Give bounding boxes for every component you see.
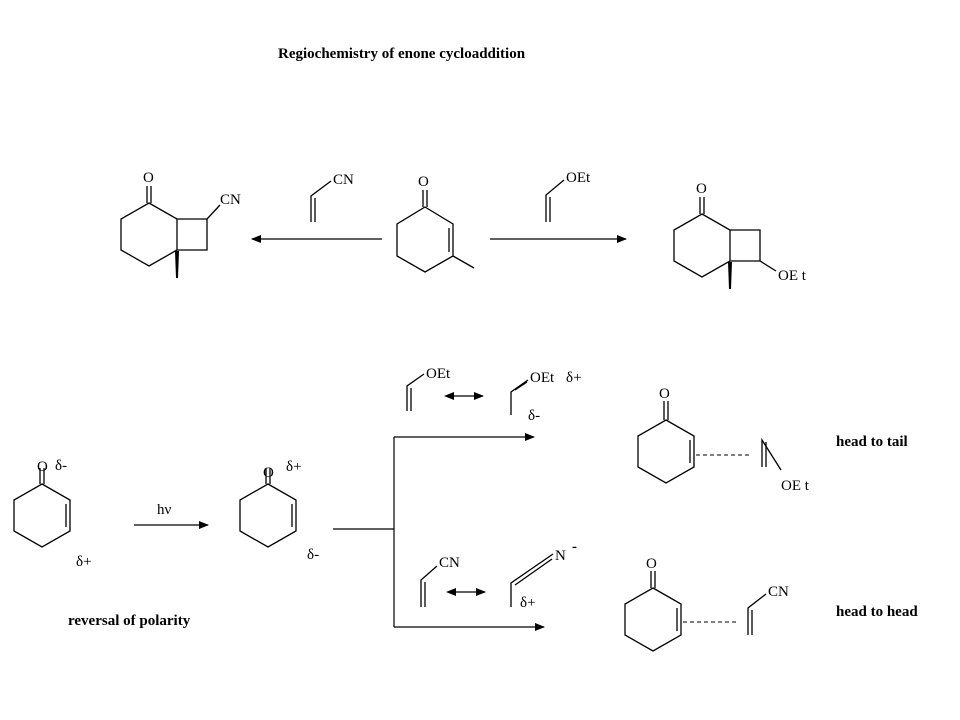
charge-delta-plus: δ+ [520, 595, 536, 611]
oxygen-label: O [418, 174, 429, 190]
charge-delta-plus: δ+ [566, 370, 582, 386]
enone-starting-material: O [396, 174, 475, 273]
branch-arrows [333, 433, 545, 631]
acrylonitrile-resonance: CN N - δ+ [420, 539, 577, 611]
oxygen-label: O [659, 386, 670, 402]
oet-label: OE t [781, 478, 810, 494]
head-to-head-label: head to head [836, 604, 918, 620]
negative-charge: - [572, 539, 577, 555]
page-title: Regiochemistry of enone cycloaddition [278, 46, 526, 62]
head-to-head-complex: O CN head to head [624, 556, 918, 652]
reagent-cn: CN [333, 172, 354, 188]
ground-state-enone: O δ- δ+ [13, 458, 92, 570]
charge-delta-minus: δ- [528, 408, 540, 424]
head-to-tail-label: head to tail [836, 434, 908, 450]
oxygen-label: O [37, 459, 48, 475]
hv-label: hν [157, 502, 172, 518]
photo-arrow: hν [134, 502, 209, 529]
oxygen-label: O [696, 181, 707, 197]
oet-label: OEt [530, 370, 555, 386]
reaction-arrow-right: OEt [490, 170, 627, 243]
cn-label: CN [768, 584, 789, 600]
oet-label: OE t [778, 268, 807, 284]
charge-delta-minus: δ- [55, 458, 67, 474]
nitrogen-label: N [555, 548, 566, 564]
product-head-to-tail: O OE t [673, 181, 807, 289]
reaction-arrow-left: CN [251, 172, 382, 243]
excited-state-enone: O δ+ δ- [239, 459, 319, 563]
cn-label: CN [439, 555, 460, 571]
oxygen-label: O [646, 556, 657, 572]
product-head-to-head: O CN [120, 170, 241, 278]
vinyl-ether-resonance: OEt OEt δ+ δ- [406, 366, 582, 424]
oxygen-label: O [143, 170, 154, 186]
reversal-label: reversal of polarity [68, 613, 191, 629]
charge-delta-plus: δ+ [286, 459, 302, 475]
reagent-oet: OEt [566, 170, 591, 186]
head-to-tail-complex: O OE t head to tail [637, 386, 908, 494]
oet-label: OEt [426, 366, 451, 382]
cn-label: CN [220, 192, 241, 208]
charge-delta-plus: δ+ [76, 554, 92, 570]
oxygen-label: O [263, 465, 274, 481]
charge-delta-minus: δ- [307, 547, 319, 563]
